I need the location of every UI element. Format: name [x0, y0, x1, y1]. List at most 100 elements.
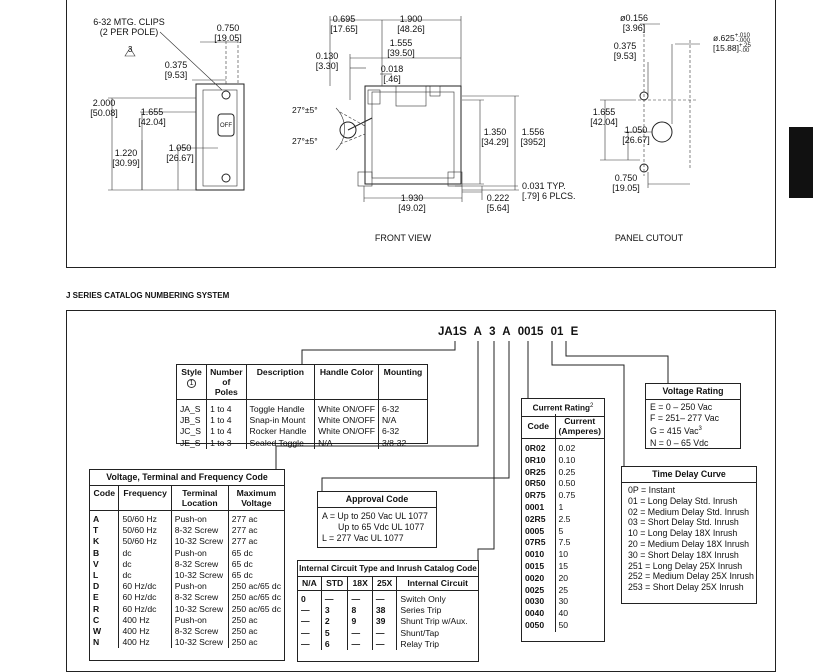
na-header: N/A	[298, 576, 322, 591]
table-cell: 0R25	[525, 466, 546, 477]
angle-upper: 27°±5°	[292, 105, 318, 115]
time-delay-line: 03 = Short Delay Std. Inrush	[628, 517, 739, 528]
table-cell: 10-32 Screw	[170, 536, 229, 548]
table-cell: 9	[347, 616, 373, 628]
table-cell: 0025	[525, 584, 545, 595]
table-cell: 15	[554, 560, 604, 573]
table-cell: 250 ac/65 dc	[227, 592, 284, 604]
table-cell: 50/60 Hz	[118, 525, 172, 537]
table-cell: 0.50	[554, 478, 604, 491]
table-cell: 20	[554, 572, 604, 585]
poles-header: Number of Poles	[206, 365, 247, 400]
time-delay-line: 251 = Long Delay 25X Inrush	[628, 560, 743, 571]
table-cell: 0005	[525, 525, 545, 536]
approval-line-dc: Up to 65 Vdc UL 1077	[338, 522, 425, 533]
dim-1930: 1.930[49.02]	[398, 193, 426, 213]
handle-color-header: Handle Color	[314, 365, 379, 400]
table-cell: 0R10	[525, 454, 546, 465]
dim-1220: 1.220[30.99]	[112, 148, 140, 168]
approval-code-box: Approval Code A = Up to 250 Vac UL 1077 …	[317, 491, 437, 548]
table-cell: 0050	[525, 619, 545, 630]
time-delay-line: 20 = Medium Delay 18X Inrush	[628, 538, 750, 549]
dim-0031: 0.031 TYP.[.79] 6 PLCS.	[522, 181, 576, 201]
table-cell: 50/60 Hz	[118, 536, 172, 548]
table-cell: 50/60 Hz	[118, 510, 172, 526]
table-cell: 10-32 Screw	[170, 570, 229, 582]
table-cell: 3	[320, 605, 348, 617]
table-cell: 10	[554, 549, 604, 561]
time-delay-line: 30 = Short Delay 18X Inrush	[628, 549, 739, 560]
table-row: 0———Switch Only	[298, 590, 478, 606]
time-delay-line: 10 = Long Delay 18X Inrush	[628, 528, 738, 539]
table-cell: 0020	[525, 572, 545, 583]
dim-0222: 0.222[5.64]	[486, 193, 510, 213]
table-cell: Relay Trip	[396, 638, 478, 651]
current-code-header: Code	[522, 414, 555, 439]
dim-0375-cutout: 0.375[9.53]	[613, 41, 637, 61]
table-cell: —	[347, 590, 373, 606]
table-row: 0015 15	[522, 560, 604, 573]
table-cell: 5	[320, 627, 348, 639]
code-current: 0015	[517, 326, 544, 338]
table-cell: 8-32 Screw	[170, 592, 229, 604]
table-cell: 38	[371, 605, 397, 617]
code-circuit: 3	[489, 326, 496, 338]
table-cell: 277 ac	[227, 536, 284, 548]
table-cell: 250 ac/65 dc	[227, 581, 284, 593]
table-cell: 0015	[525, 560, 545, 571]
table-cell: —	[320, 590, 348, 606]
table-cell: Push-on	[170, 581, 229, 593]
dim-0625: ø.625+.010-.000 [15.88]+.25-.00	[713, 33, 751, 54]
off-label: OFF	[220, 123, 232, 129]
voltage-rating-g: G = 415 Vac3	[650, 426, 702, 437]
voltage-rating-e: E = 0 – 250 Vac	[650, 402, 713, 412]
table-cell: K	[93, 536, 100, 547]
mounting-header: Mounting	[377, 365, 427, 400]
clips-note: 6-32 MTG. CLIPS(2 PER POLE)	[93, 17, 165, 37]
table-cell: 65 dc	[227, 547, 284, 559]
table-cell: 250 ac	[227, 614, 284, 627]
table-cell: —	[371, 627, 397, 639]
code-header: Code	[90, 486, 119, 511]
section-title: J SERIES CATALOG NUMBERING SYSTEM	[66, 291, 230, 300]
dim-1050-side: 1.050[26.67]	[166, 143, 194, 163]
dim-0018: 0.018[.46]	[380, 64, 404, 84]
table-cell: 02R5	[525, 513, 546, 524]
table-cell: 50	[554, 619, 604, 632]
internal-circuit-title: Internal Circuit Type and Inrush Catalog…	[298, 561, 478, 577]
technical-drawing	[108, 16, 700, 202]
table-cell: 60 Hz/dc	[118, 603, 172, 615]
table-cell: Push-on	[170, 547, 229, 559]
approval-line-a: A = Up to 250 Vac UL 1077	[322, 511, 428, 521]
voltage-rating-title: Voltage Rating	[646, 384, 740, 400]
table-cell: 277 ac	[227, 525, 284, 537]
table-cell: —	[301, 616, 310, 627]
table-cell: Push-on	[170, 614, 229, 627]
18x-header: 18X	[347, 576, 373, 591]
dim-0750-side: 0.750[19.05]	[214, 23, 242, 43]
table-cell: Shunt Trip w/Aux.	[396, 616, 478, 628]
table-cell: 0R50	[525, 478, 546, 489]
table-cell: 65 dc	[227, 570, 284, 582]
code-approval: A	[502, 326, 511, 338]
table-cell: A	[93, 514, 100, 524]
table-cell: 8-32 Screw	[170, 558, 229, 571]
table-cell: 400 Hz	[118, 637, 172, 649]
table-cell: 10-32 Screw	[170, 603, 229, 615]
dim-1556: 1.556[3952]	[520, 127, 546, 147]
table-cell: 0.75	[554, 490, 604, 502]
code-style: JA1S	[438, 326, 467, 338]
